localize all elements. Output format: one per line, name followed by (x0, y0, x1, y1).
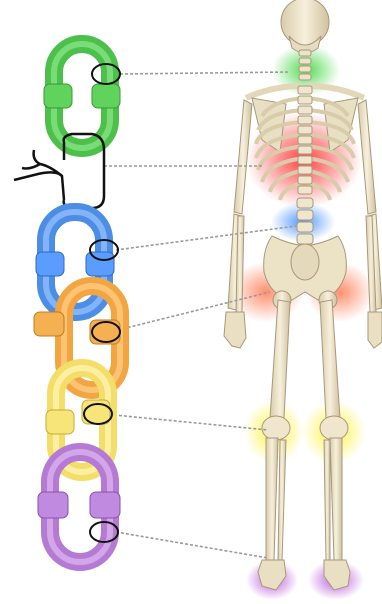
connector-foot (116, 532, 268, 558)
femurs (270, 291, 340, 418)
lower-legs (266, 438, 342, 560)
chain-link-neck (44, 44, 120, 148)
connector-knee (104, 414, 268, 430)
sacrum (291, 244, 319, 280)
skull (281, 0, 329, 46)
feet (258, 560, 350, 590)
connector-neck (120, 72, 290, 74)
